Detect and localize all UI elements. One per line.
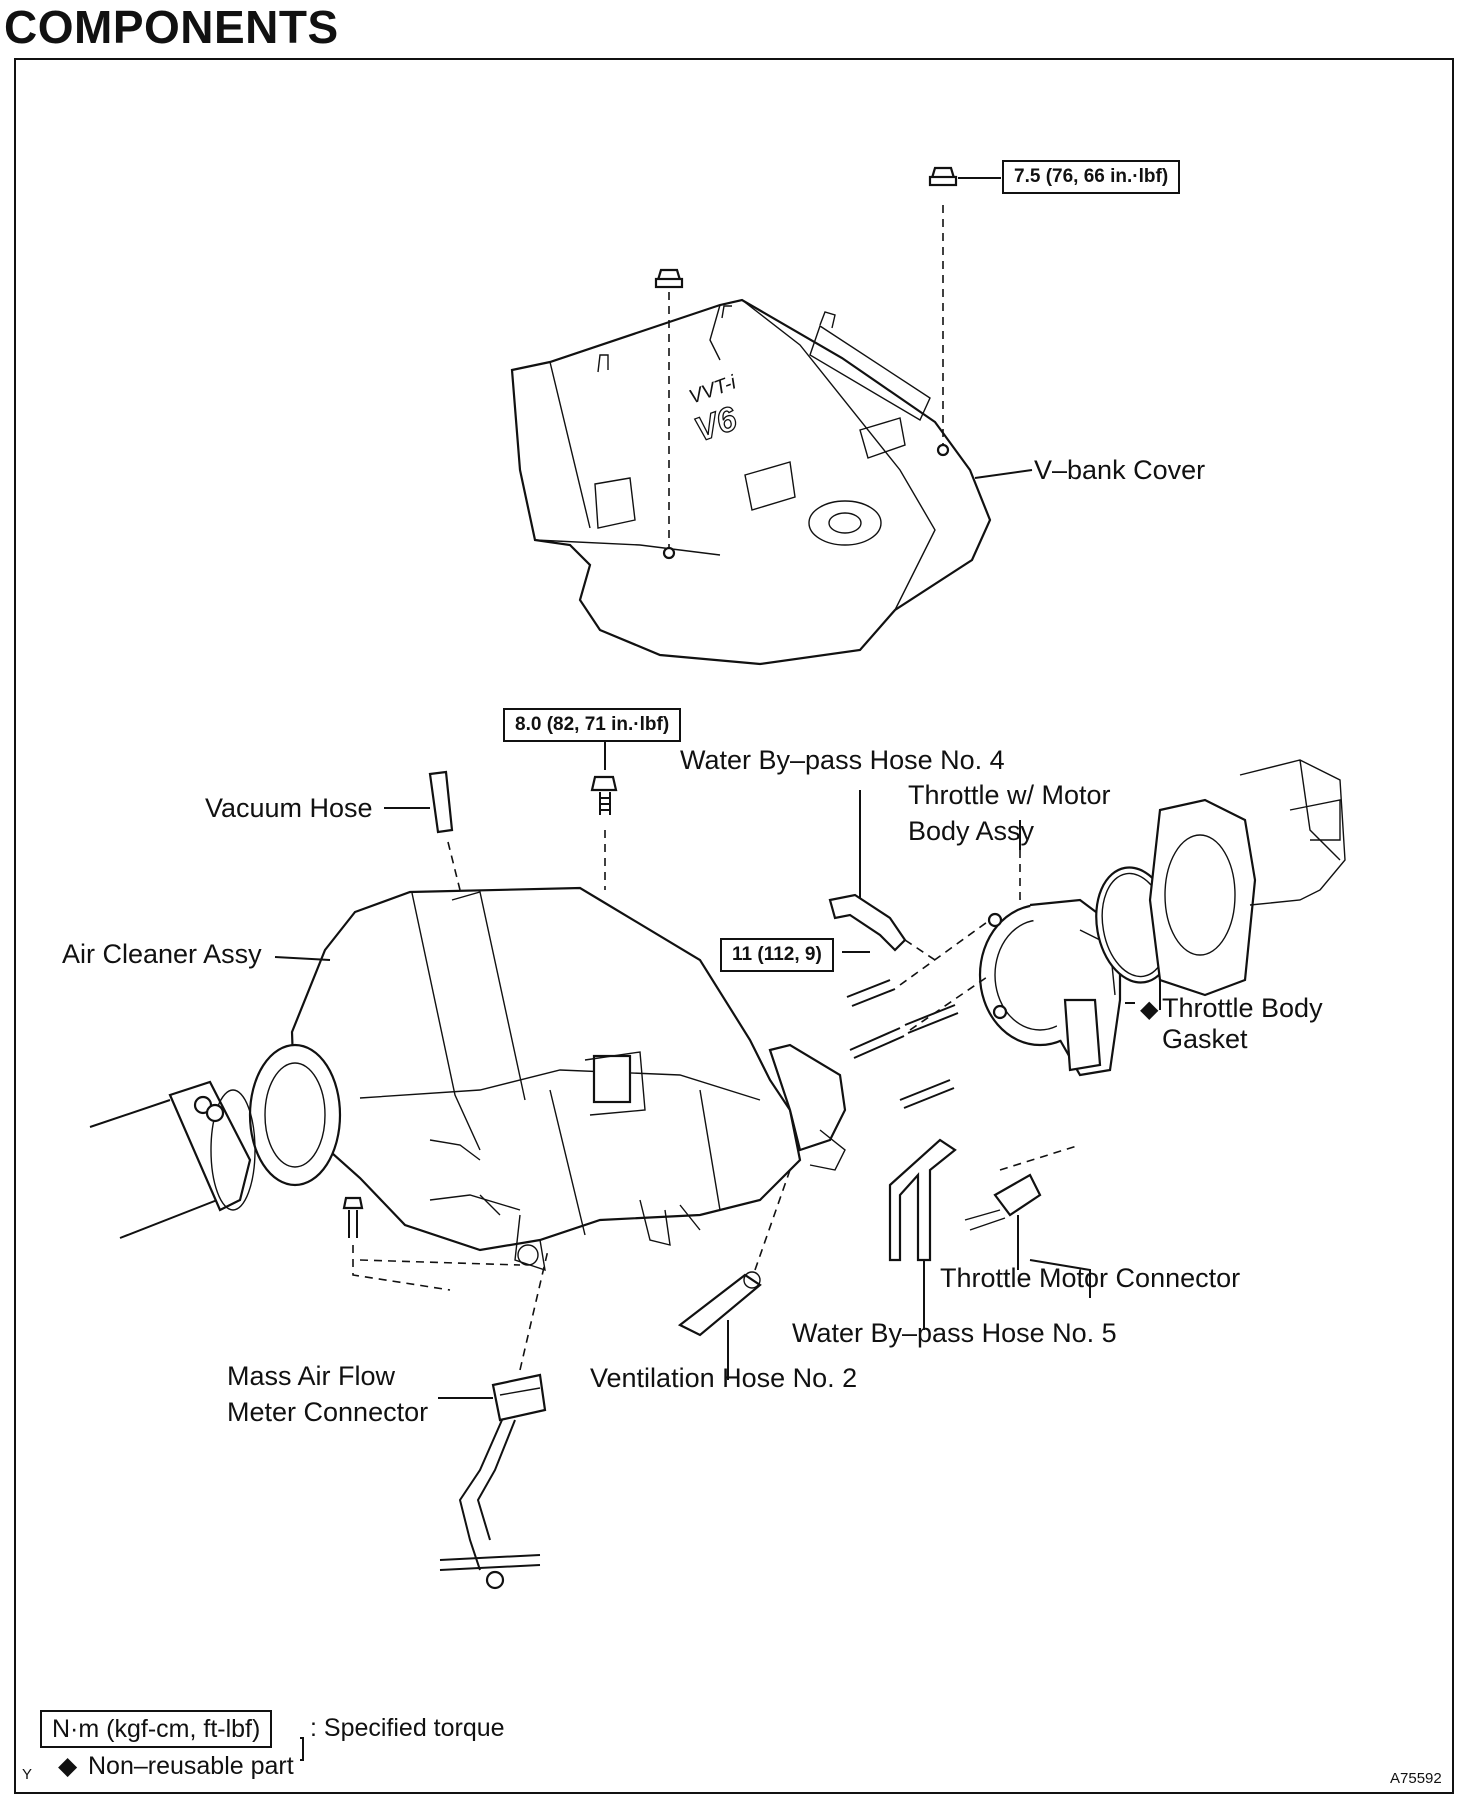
vacuum-hose <box>384 770 461 891</box>
leader-air-cleaner <box>274 956 331 961</box>
label-maf-1: Mass Air Flow <box>227 1361 396 1391</box>
label-gasket-1: Throttle Body <box>1162 993 1323 1023</box>
label-throttle-body-2: Body Assy <box>908 816 1035 846</box>
legend-nonreusable: Non–reusable part <box>88 1752 294 1780</box>
water-bypass-hose-4 <box>828 790 936 961</box>
corner-left-mark: Y <box>22 1766 33 1783</box>
throttle-bolts <box>846 919 991 1109</box>
legend-torque-box: N·m (kgf-cm, ft-lbf) <box>40 1710 273 1748</box>
v-bank-cover: V6 VVT-i <box>510 298 992 666</box>
page-title: COMPONENTS <box>4 1 339 53</box>
diamond-gasket-icon: ◆ <box>1140 995 1159 1023</box>
lower-bolt <box>342 1196 521 1291</box>
legend-diamond-icon: ◆ <box>58 1751 78 1780</box>
torque-throttle-bolts: 11 (112, 9) <box>720 938 834 972</box>
torque-cleaner-bolt: 8.0 (82, 71 in.·lbf) <box>503 708 682 742</box>
intake-pipe <box>89 1080 256 1239</box>
ventilation-hose-2 <box>677 1169 791 1380</box>
air-cleaner-bolt <box>590 738 618 890</box>
cover-nut-right <box>928 166 1001 457</box>
maf-connector <box>438 1249 549 1590</box>
throttle-body <box>978 820 1122 1077</box>
label-maf-2: Meter Connector <box>227 1397 429 1427</box>
label-throttle-motor-connector: Throttle Motor Connector <box>940 1263 1241 1293</box>
label-ventilation-hose: Ventilation Hose No. 2 <box>590 1363 858 1393</box>
diagram-frame <box>14 58 1454 1794</box>
intake-manifold-flange <box>1148 759 1346 997</box>
label-water-hose-4: Water By–pass Hose No. 4 <box>680 745 1005 775</box>
label-vbank-cover: V–bank Cover <box>1034 455 1206 485</box>
label-throttle-body-1: Throttle w/ Motor <box>908 780 1111 810</box>
legend-bracket <box>300 1737 304 1761</box>
leader-throttle-motor <box>1029 1259 1091 1298</box>
air-cleaner-assy <box>248 886 847 1272</box>
water-bypass-hose-5 <box>888 1138 957 1330</box>
label-water-hose-5: Water By–pass Hose No. 5 <box>792 1318 1117 1348</box>
label-air-cleaner: Air Cleaner Assy <box>62 939 262 969</box>
label-gasket-2: Gasket <box>1162 1024 1248 1054</box>
leader-vbank <box>974 469 1033 479</box>
figure-id: A75592 <box>1390 1770 1442 1787</box>
legend-torque-desc: : Specified torque <box>310 1714 505 1742</box>
throttle-motor-connector <box>964 1144 1081 1270</box>
cover-nut-left <box>654 268 684 560</box>
label-vacuum-hose: Vacuum Hose <box>205 793 373 823</box>
torque-top-nut: 7.5 (76, 66 in.·lbf) <box>1002 160 1181 194</box>
